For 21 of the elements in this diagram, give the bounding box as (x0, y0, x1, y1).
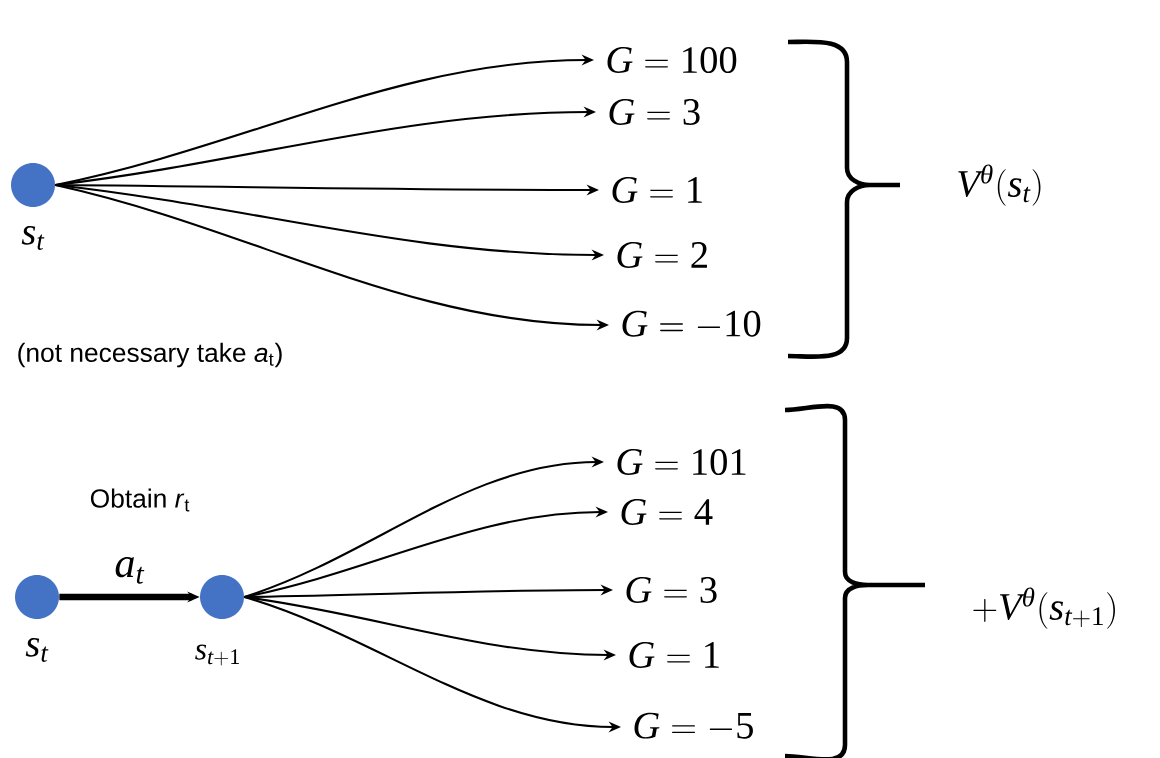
state-label: $s_t$ (25, 638, 49, 662)
return-label: $G = -10$ (622, 310, 761, 337)
note: Obtain r$_{t}$ (90, 488, 190, 512)
return-label: $G = 100$ (607, 46, 737, 74)
note: (not necessary take a$_{t}$) (18, 342, 282, 368)
state-dot (15, 575, 59, 619)
return-label: $G = 1$ (612, 177, 702, 203)
return-label: $G = 2$ (617, 242, 707, 268)
return-label: $G = 3$ (626, 577, 717, 603)
edge-label: $a_t$ (115, 557, 145, 584)
return-label: $G = 1$ (629, 642, 719, 668)
value-label: $+V^{\theta}(s_{t+1})$ (973, 587, 1115, 629)
state-label: $s_{t+1}$ (195, 644, 239, 666)
return-label: $G = 101$ (617, 448, 746, 476)
return-label: $G = -5$ (634, 712, 753, 739)
state-label: $s_t$ (21, 226, 45, 250)
value-label: $V^{\theta}(s_t)$ (958, 164, 1041, 206)
return-label: $G = 3$ (609, 99, 700, 125)
state-dot (11, 163, 55, 207)
return-label: $G = 4$ (621, 499, 713, 525)
state-dot (200, 575, 244, 619)
